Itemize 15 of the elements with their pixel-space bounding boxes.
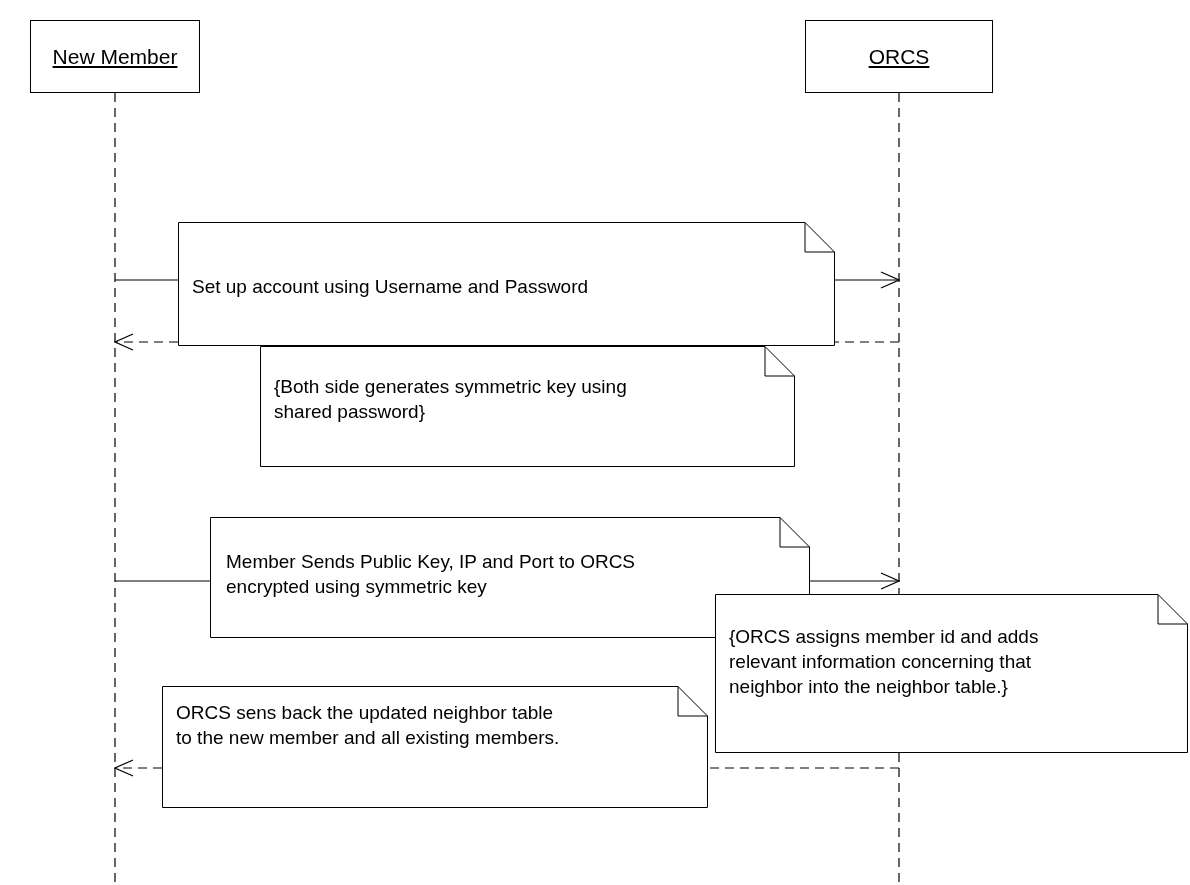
message-arrow bbox=[809, 572, 900, 590]
participant-name: New Member bbox=[52, 44, 178, 69]
note-text: {Both side generates symmetric key using shared password} bbox=[274, 375, 628, 424]
message-line bbox=[834, 341, 900, 343]
note-text: Member Sends Public Key, IP and Port to ORCS encrypted using symmetric key bbox=[226, 550, 637, 599]
message-arrow bbox=[114, 759, 163, 777]
message-arrow bbox=[834, 271, 900, 289]
note-text: ORCS sens back the updated neighbor table to the new member and all existing members. bbox=[176, 701, 561, 750]
message-line bbox=[114, 279, 179, 281]
message-line bbox=[707, 767, 900, 769]
participant-name: ORCS bbox=[868, 44, 930, 69]
message-arrow bbox=[114, 333, 179, 351]
message-line bbox=[114, 580, 211, 582]
note-text: Set up account using Username and Password bbox=[192, 275, 590, 299]
note-text: {ORCS assigns member id and adds relevant information concerning that neighbor into the neighbor table.} bbox=[729, 625, 1040, 699]
